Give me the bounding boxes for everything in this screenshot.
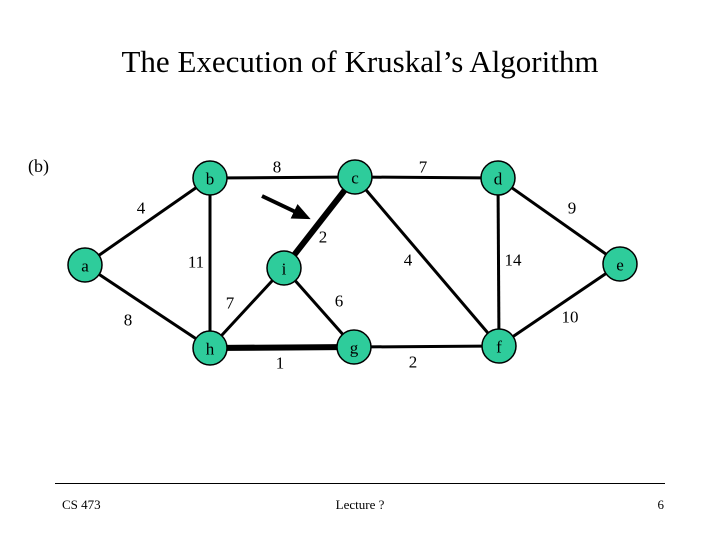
footer-page-number: 6 — [657, 497, 665, 512]
graph-node-g — [336, 329, 372, 365]
graph-nodes-layer: a b c d e f g h i — [67, 159, 638, 366]
edge-weight-c-f: 4 — [404, 251, 413, 270]
graph-node-e — [602, 246, 638, 282]
graph-edges-layer — [84, 175, 621, 351]
graph-node-label-a: a — [81, 257, 89, 276]
edge-weight-g-i: 6 — [335, 292, 344, 311]
footer-lecture-label: Lecture ? — [335, 497, 385, 512]
graph-edge-c-f — [353, 176, 501, 347]
graph-node-label-c: c — [351, 169, 359, 188]
edge-weight-a-b: 4 — [137, 199, 146, 218]
graph-node-f — [481, 328, 517, 364]
graph-edge-b-c — [209, 175, 356, 180]
graph-edge-e-f — [498, 262, 621, 348]
edge-weight-b-c: 8 — [273, 158, 282, 177]
graph-node-label-b: b — [206, 170, 215, 189]
graph-node-a — [67, 247, 103, 283]
page-title: The Execution of Kruskal’s Algorithm — [121, 44, 599, 79]
graph-node-label-d: d — [494, 170, 503, 189]
graph-edge-c-i — [281, 175, 358, 270]
graph-edge-a-b — [84, 176, 211, 267]
pointer-arrow-icon — [261, 194, 311, 220]
graph-edge-f-g — [353, 344, 500, 349]
edge-weight-a-h: 8 — [124, 311, 133, 330]
pointer-arrow-layer — [261, 194, 311, 220]
graph-node-i — [266, 250, 302, 286]
graph-node-label-f: f — [496, 338, 502, 357]
graph-edge-d-e — [497, 176, 621, 266]
footer-divider — [55, 483, 665, 484]
edge-weight-h-i: 7 — [226, 294, 235, 313]
edge-weight-labels-layer: 4 8 8 11 7 2 4 9 14 10 2 1 6 7 — [124, 158, 579, 373]
graph-edge-a-h — [84, 263, 211, 350]
edge-weight-d-e: 9 — [568, 199, 577, 218]
graph-node-d — [480, 160, 516, 196]
edge-weight-e-f: 10 — [562, 308, 579, 327]
edge-weight-c-d: 7 — [419, 158, 428, 177]
edge-weight-g-h: 1 — [276, 354, 285, 373]
graph-edge-h-i — [208, 266, 286, 350]
graph-node-h — [192, 330, 228, 366]
graph-edge-d-f — [496, 177, 501, 347]
edge-weight-f-g: 2 — [409, 353, 418, 372]
graph-node-b — [192, 160, 228, 196]
footer-course-code: CS 473 — [62, 497, 101, 512]
graph-edge-c-d — [354, 175, 499, 180]
graph-node-label-g: g — [350, 339, 359, 358]
graph-node-label-e: e — [616, 256, 624, 275]
edge-weight-c-i: 2 — [319, 228, 328, 247]
graph-node-label-h: h — [206, 340, 215, 359]
graph-node-c — [337, 159, 373, 195]
graph-node-label-i: i — [282, 260, 287, 279]
graph-edge-g-h — [209, 344, 355, 351]
edge-weight-b-h: 11 — [188, 253, 204, 272]
panel-label-b: (b) — [28, 156, 49, 176]
edge-weight-d-f: 14 — [505, 251, 523, 270]
